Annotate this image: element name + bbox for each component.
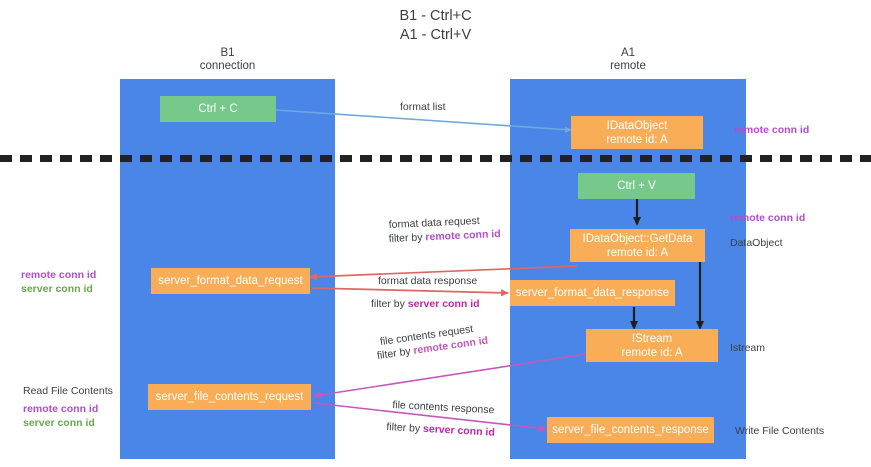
edge-label-format-data-response-filter-key: server conn id [407, 298, 480, 310]
node-server-file-contents-request[interactable]: server_file_contents_request [148, 384, 311, 410]
annotation-left-remote-conn-id-bottom: remote conn id [23, 402, 98, 416]
edge-label-format-data-response: format data response [378, 275, 477, 288]
edge-label-format-data-request-filter-key: remote conn id [425, 227, 501, 244]
edge-label-file-contents-response-filter-key: server conn id [422, 422, 496, 439]
edge-label-file-contents-response: file contents response [392, 399, 495, 417]
node-server-file-contents-request-label: server_file_contents_request [155, 391, 304, 403]
node-server-format-data-response[interactable]: server_format_data_response [510, 280, 675, 306]
column-header-a1-role: remote [610, 60, 646, 72]
annotation-left-server-conn-id-mid-text: server conn id [21, 283, 93, 295]
node-istream-label: IStream [631, 332, 673, 345]
edge-label-format-list-text: format list [400, 101, 446, 113]
node-idataobject[interactable]: IDataObject remote id: A [571, 116, 703, 149]
annotation-left-remote-conn-id-bottom-text: remote conn id [23, 403, 99, 415]
column-header-b1-name: B1 [220, 47, 235, 59]
arrow-format-data-response [311, 287, 509, 297]
annotation-left-remote-conn-id-mid-text: remote conn id [21, 269, 97, 281]
title-line-2: A1 - Ctrl+V [399, 27, 472, 43]
node-server-file-contents-response-label: server_file_contents_response [552, 424, 709, 436]
edge-label-format-data-response-filter-prefix: filter by [371, 298, 408, 310]
page-title: B1 - Ctrl+C A1 - Ctrl+V [0, 7, 871, 45]
annotation-left-server-conn-id-bottom-text: server conn id [23, 417, 95, 429]
annotation-read-file-contents-text: Read File Contents [23, 385, 113, 397]
annotation-dataobject: DataObject [730, 236, 783, 250]
node-ctrl-c[interactable]: Ctrl + C [160, 96, 276, 122]
edge-label-format-data-request-filter-prefix: filter by [388, 231, 426, 246]
annotation-read-file-contents: Read File Contents [23, 384, 113, 398]
node-getdata-sub: remote id: A [606, 246, 669, 259]
annotation-dataobject-text: DataObject [730, 237, 783, 249]
node-ctrl-v-label: Ctrl + V [617, 180, 656, 192]
edge-label-format-data-response-text: format data response [378, 275, 478, 287]
annotation-write-file-contents-text: Write File Contents [735, 425, 825, 437]
annotation-istream-text: Istream [730, 342, 766, 354]
annotation-remote-conn-id-top: remote conn id [734, 123, 809, 137]
phase-separator [0, 155, 871, 162]
edge-label-format-data-response-filter: filter by server conn id [371, 298, 480, 311]
column-header-a1: A1 remote [510, 47, 746, 73]
annotation-remote-conn-id-mid: remote conn id [730, 211, 805, 225]
node-ctrl-v[interactable]: Ctrl + V [578, 173, 695, 199]
node-server-format-data-request[interactable]: server_format_data_request [151, 268, 310, 294]
node-getdata-label: IDataObject::GetData [582, 232, 693, 245]
annotation-remote-conn-id-top-text: remote conn id [734, 124, 810, 136]
annotation-left-server-conn-id-mid: server conn id [21, 282, 93, 296]
node-server-format-data-request-label: server_format_data_request [158, 275, 303, 287]
annotation-left-server-conn-id-bottom: server conn id [23, 416, 95, 430]
column-header-b1: B1 connection [120, 47, 335, 73]
node-ctrl-c-label: Ctrl + C [198, 103, 238, 115]
edge-label-format-list: format list [400, 101, 446, 114]
edge-label-file-contents-response-filter-prefix: filter by [386, 421, 424, 435]
node-istream[interactable]: IStream remote id: A [586, 329, 718, 362]
node-idataobject-label: IDataObject [606, 119, 668, 132]
annotation-remote-conn-id-mid-text: remote conn id [730, 212, 806, 224]
node-idataobject-sub: remote id: A [606, 133, 668, 146]
annotation-left-remote-conn-id-mid: remote conn id [21, 268, 96, 282]
column-header-a1-name: A1 [620, 47, 636, 59]
annotation-istream: Istream [730, 341, 765, 355]
node-server-format-data-response-label: server_format_data_response [515, 287, 670, 299]
column-header-b1-role: connection [199, 60, 256, 72]
edge-label-file-contents-response-filter: filter by server conn id [386, 421, 495, 440]
edge-label-file-contents-response-text: file contents response [392, 399, 495, 417]
node-getdata[interactable]: IDataObject::GetData remote id: A [570, 229, 705, 262]
title-line-1: B1 - Ctrl+C [399, 8, 472, 24]
annotation-write-file-contents: Write File Contents [735, 424, 824, 438]
node-server-file-contents-response[interactable]: server_file_contents_response [547, 417, 714, 443]
node-istream-sub: remote id: A [621, 346, 683, 359]
